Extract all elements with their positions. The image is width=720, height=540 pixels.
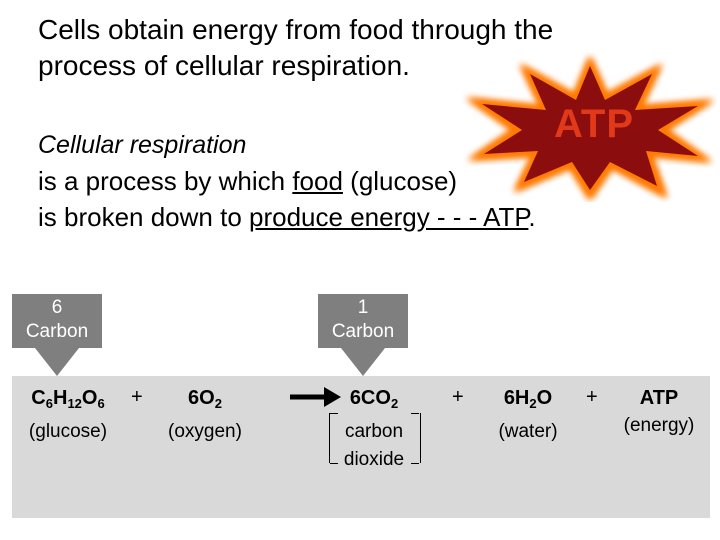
definition-term: Cellular respiration (38, 131, 247, 159)
definition-line-1-end: (glucose) (342, 166, 458, 196)
definition-line-1: is a process by which food (glucose) (38, 163, 698, 199)
glucose-term: C6H12O6 (glucose) (16, 384, 120, 446)
co2-formula: 6CO2 (349, 387, 399, 411)
plus-sign-2: + (452, 386, 464, 408)
callout-1-number: 1 (357, 297, 369, 318)
equation-panel (12, 376, 710, 518)
definition-line-2-start: is broken down to (38, 202, 250, 232)
definition-line-2-end: . (528, 202, 536, 232)
callout-6-pointer (35, 348, 79, 376)
oxygen-label: (oxygen) (168, 421, 242, 442)
oxygen-term: 6O2 (oxygen) (155, 384, 255, 446)
water-formula: 6H2O (503, 387, 553, 411)
callout-6-number: 6 (51, 297, 63, 318)
atp-label: (energy) (623, 415, 695, 436)
arrow-right-icon (290, 387, 341, 407)
co2-bracket-bottom-left (330, 463, 338, 464)
glucose-label: (glucose) (28, 421, 108, 442)
callout-6-word: Carbon (25, 321, 89, 342)
definition-block: Cellular respiration is a process by whi… (38, 127, 698, 235)
water-term: 6H2O (water) (480, 384, 576, 446)
co2-label-line-1: carbon (344, 421, 404, 442)
co2-bracket-bottom-right (411, 463, 419, 464)
atp-formula: ATP (639, 387, 679, 409)
plus-sign-1: + (131, 386, 143, 408)
callout-1-word: Carbon (331, 321, 395, 342)
definition-line-1-start: is a process by which (38, 166, 293, 196)
definition-line-2: is broken down to produce energy - - - A… (38, 199, 698, 235)
callout-6-carbon: 6 Carbon (12, 294, 102, 348)
intro-line-2: process of cellular respiration. (38, 50, 410, 81)
co2-bracket (329, 413, 421, 463)
glucose-formula: C6H12O6 (31, 387, 105, 411)
intro-line-1: Cells obtain energy from food through th… (38, 14, 554, 45)
intro-text: Cells obtain energy from food through th… (38, 12, 638, 84)
co2-bracket-top-left (330, 413, 338, 414)
callout-1-carbon: 1 Carbon (318, 294, 408, 348)
atp-term: ATP (energy) (606, 384, 712, 440)
co2-term: 6CO2 carbon dioxide (324, 384, 424, 474)
atp-starburst-icon (466, 56, 714, 200)
oxygen-formula: 6O2 (188, 387, 222, 411)
food-underlined: food (292, 166, 343, 196)
co2-label-line-2: dioxide (343, 449, 405, 470)
produce-energy-underlined: produce energy - - - ATP (249, 202, 529, 232)
co2-bracket-top-right (411, 413, 419, 414)
plus-sign-3: + (586, 386, 598, 408)
callout-1-pointer (341, 348, 385, 376)
water-label: (water) (498, 421, 558, 442)
atp-burst-label: ATP (554, 102, 635, 146)
